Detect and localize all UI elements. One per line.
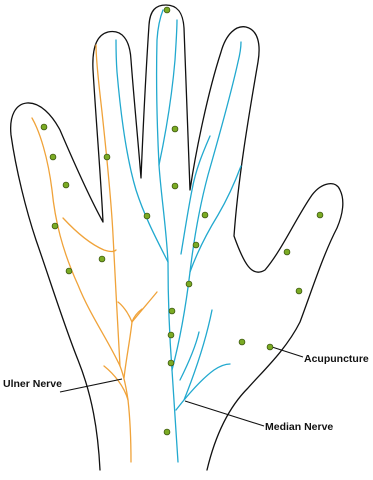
acupuncture-point: [50, 154, 56, 160]
acupuncture-point: [41, 124, 47, 130]
acupuncture-point: [99, 256, 105, 262]
median-nerve-thenar-twig: [184, 310, 212, 400]
median-nerve-trunk: [157, 10, 178, 462]
acupuncture-points: [41, 7, 323, 435]
acupuncture-point: [317, 212, 323, 218]
acupuncture-point: [104, 154, 110, 160]
ulner-nerve-leader-line: [60, 379, 122, 392]
acupuncture-point: [296, 288, 302, 294]
acupuncture-point: [186, 281, 192, 287]
acupuncture-point: [284, 249, 290, 255]
acupuncture-point: [172, 183, 178, 189]
acupuncture-point: [169, 308, 175, 314]
median-nerve-middle-branch: [159, 20, 177, 165]
acupuncture-label: Acupuncture: [304, 353, 369, 365]
acupuncture-point: [168, 332, 174, 338]
acupuncture-point: [239, 339, 245, 345]
ulnar-nerve-fourth-finger-branch: [96, 45, 120, 366]
median-nerve: [116, 10, 241, 462]
acupuncture-point: [52, 223, 58, 229]
median-nerve-ring-branch: [172, 42, 241, 370]
acupuncture-point: [66, 268, 72, 274]
acupuncture-point: [172, 126, 178, 132]
acupuncture-point: [164, 429, 170, 435]
ulnar-nerve-palmar-branch: [132, 292, 157, 322]
acupuncture-point: [168, 360, 174, 366]
acupuncture-point: [144, 213, 150, 219]
acupuncture-point: [267, 344, 273, 350]
ulnar-nerve: [32, 45, 157, 462]
acupuncture-point: [193, 242, 199, 248]
ulnar-nerve-web-branch: [63, 218, 116, 252]
ulner-nerve-label: Ulner Nerve: [3, 378, 62, 390]
acupuncture-point: [63, 182, 69, 188]
acupuncture-point: [202, 212, 208, 218]
median-nerve-palm-twig: [180, 332, 199, 380]
median-nerve-label: Median Nerve: [265, 421, 333, 433]
acupuncture-point: [164, 7, 170, 13]
